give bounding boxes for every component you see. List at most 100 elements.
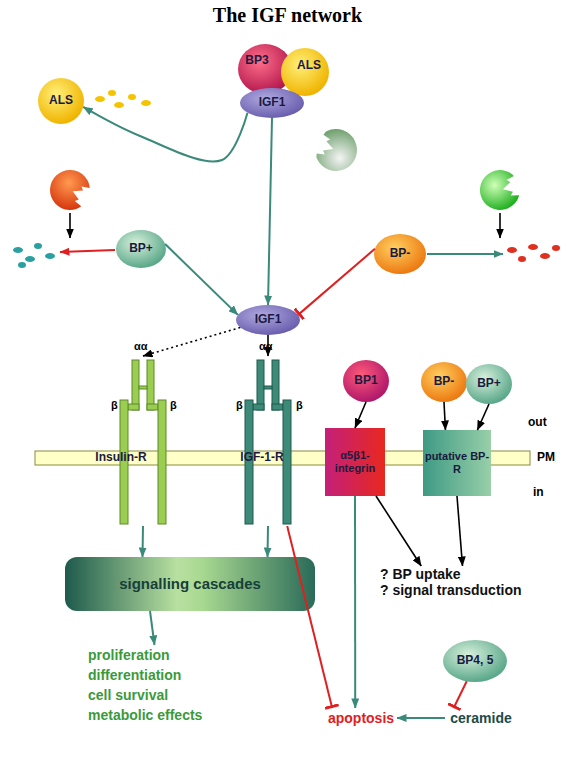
node-text: proliferation bbox=[88, 645, 170, 665]
protein-ellipse: BP+ bbox=[466, 364, 512, 404]
cleavage-arrow bbox=[499, 213, 501, 238]
ellipse-fill bbox=[240, 88, 304, 118]
protease-mouth bbox=[67, 179, 98, 213]
degradation-arrow bbox=[427, 253, 503, 255]
outcome-text: ? BP uptake? signal transduction bbox=[380, 566, 545, 610]
protease-mouth bbox=[308, 128, 338, 162]
connector-arrow bbox=[298, 249, 375, 315]
process-box: signalling cascades bbox=[65, 557, 315, 611]
receptor-chain bbox=[132, 360, 139, 410]
node-text: ALS bbox=[297, 59, 321, 73]
connector-arrow bbox=[267, 526, 270, 557]
annotation-label: αα bbox=[259, 340, 273, 352]
node-text: putative BP-R bbox=[423, 450, 491, 475]
receptor-box: putative BP-R bbox=[423, 430, 491, 496]
fragment bbox=[540, 253, 550, 259]
diagram-title: The IGF network bbox=[0, 4, 575, 27]
fragment bbox=[528, 244, 538, 250]
ellipse-fill bbox=[116, 230, 166, 268]
receptor-chain bbox=[283, 400, 291, 524]
receptor-chain bbox=[272, 404, 283, 410]
protein-ellipse: BP+ bbox=[116, 230, 166, 268]
connector-arrow bbox=[268, 118, 272, 305]
connector-arrow bbox=[454, 681, 467, 708]
node-text: BP1 bbox=[354, 374, 377, 388]
degradation-arrow bbox=[60, 250, 115, 252]
annotation-label: β bbox=[296, 399, 303, 411]
node-text: BP- bbox=[434, 375, 455, 389]
node-text: metabolic effects bbox=[88, 705, 202, 725]
receptor-symbol: Insulin-R bbox=[103, 356, 183, 526]
outcome-text: apoptosis bbox=[325, 708, 397, 728]
node-text: cell survival bbox=[88, 685, 168, 705]
node-text: Insulin-R bbox=[95, 451, 146, 465]
receptor-chain bbox=[128, 404, 139, 410]
protein-ellipse: ALS bbox=[281, 48, 329, 96]
ellipse-fill bbox=[236, 305, 300, 335]
fragment bbox=[25, 256, 35, 262]
receptor-chain bbox=[139, 386, 147, 389]
ellipse-fill bbox=[38, 78, 84, 124]
box-fill bbox=[65, 557, 315, 611]
node-text: α5β1-integrin bbox=[325, 449, 385, 474]
node-text: IGF-1-R bbox=[240, 451, 283, 465]
receptor-chain bbox=[147, 404, 158, 410]
fragment bbox=[552, 245, 560, 251]
node-text: ? BP uptake bbox=[380, 566, 461, 582]
annotation-label: β bbox=[111, 399, 118, 411]
protein-ellipse: IGF1 bbox=[240, 88, 304, 118]
receptor-chain bbox=[272, 360, 279, 410]
connector-arrow bbox=[397, 717, 445, 719]
protein-ellipse: BP1 bbox=[343, 360, 389, 402]
node-text: apoptosis bbox=[328, 710, 394, 726]
receptor-symbol: IGF-1-R bbox=[228, 356, 308, 526]
node-text: BP- bbox=[390, 247, 411, 261]
box-fill bbox=[423, 430, 491, 496]
annotation-label: αα bbox=[134, 340, 148, 352]
ellipse-fill bbox=[421, 362, 467, 402]
protein-ellipse: BP- bbox=[374, 234, 426, 274]
connector-arrow bbox=[355, 402, 366, 428]
fragment bbox=[114, 102, 124, 108]
annotation-label: β bbox=[236, 399, 243, 411]
node-text: ceramide bbox=[450, 710, 511, 726]
connector-arrow bbox=[142, 526, 145, 557]
annotation-label: out bbox=[528, 415, 547, 429]
connector-arrow bbox=[143, 328, 240, 357]
connector-arrow bbox=[287, 526, 332, 708]
protease-mouth bbox=[499, 170, 527, 202]
fragment bbox=[108, 90, 116, 96]
receptor-outline bbox=[103, 356, 183, 526]
outcome-text: proliferationdifferentiationcell surviva… bbox=[88, 645, 278, 731]
fragment bbox=[141, 100, 151, 106]
connector-arrow bbox=[354, 496, 356, 708]
annotation-label: in bbox=[533, 485, 544, 499]
node-text: differentiation bbox=[88, 665, 181, 685]
node-text: BP+ bbox=[477, 377, 501, 391]
ellipse-fill bbox=[443, 640, 507, 682]
ellipse-fill bbox=[281, 48, 329, 96]
annotation-label: PM bbox=[537, 450, 555, 464]
connector-arrow bbox=[444, 402, 445, 430]
node-text: IGF1 bbox=[259, 96, 286, 110]
connector-arrow bbox=[83, 107, 247, 162]
connector-arrow bbox=[477, 404, 489, 430]
fragment bbox=[18, 262, 26, 268]
protein-ellipse: BP4, 5 bbox=[443, 640, 507, 682]
connector-arrow bbox=[457, 496, 463, 566]
molecule-text: ceramide bbox=[445, 708, 517, 728]
cleavage-arrow bbox=[69, 213, 71, 238]
protein-ellipse: IGF1 bbox=[236, 305, 300, 335]
ellipse-fill bbox=[466, 364, 512, 404]
node-text: ? signal transduction bbox=[380, 582, 522, 598]
connector-arrow bbox=[165, 244, 238, 315]
node-text: BP+ bbox=[129, 242, 153, 256]
bp-fragments bbox=[13, 243, 55, 268]
fragment bbox=[13, 247, 23, 253]
receptor-chain bbox=[257, 360, 264, 410]
annotation-label: β bbox=[170, 399, 177, 411]
node-text: ALS bbox=[49, 94, 73, 108]
receptor-chain bbox=[158, 400, 166, 524]
box-fill bbox=[325, 428, 385, 496]
